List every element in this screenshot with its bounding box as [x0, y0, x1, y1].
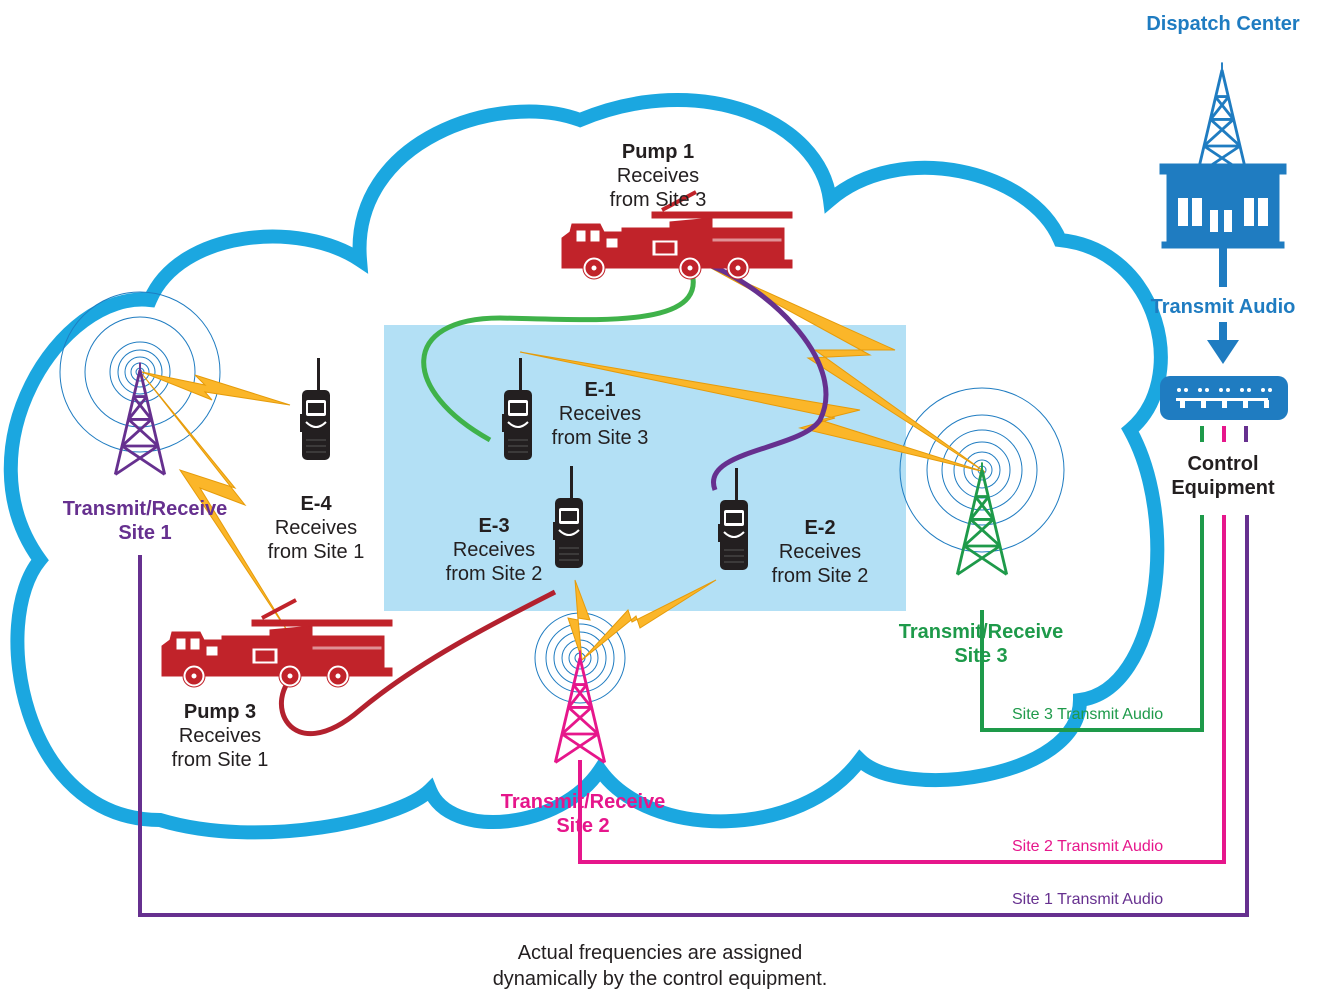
e2-name: E-2 — [804, 517, 836, 539]
transmit-audio-label: Transmit Audio — [1150, 296, 1296, 318]
site1-audio-line — [138, 515, 1249, 917]
link-site1-e4 — [141, 371, 291, 406]
site3-label-line1: Transmit/Receive — [898, 621, 1064, 643]
site1-audio-label: Site 1 Transmit Audio — [1012, 891, 1164, 908]
site2-label-line2: Site 2 — [556, 815, 610, 837]
site2-label-line1: Transmit/Receive — [500, 791, 666, 813]
e1-line1: Receives — [558, 403, 642, 425]
footer-line1: Actual frequencies are assigned — [517, 942, 803, 964]
pump3-line2: from Site 1 — [171, 749, 269, 771]
pump1-e1-curve — [421, 260, 696, 443]
radio-links — [141, 261, 986, 661]
audio-lines — [138, 515, 1249, 917]
e2-line1: Receives — [778, 541, 862, 563]
site3-audio-label: Site 3 Transmit Audio — [1012, 706, 1164, 723]
e4-line1: Receives — [274, 517, 358, 539]
control-equipment-label-line2: Equipment — [1171, 477, 1275, 499]
link-e1-site3 — [519, 351, 986, 473]
e2-line2: from Site 2 — [771, 565, 869, 587]
e3-name: E-3 — [478, 515, 510, 537]
site2-audio-label: Site 2 Transmit Audio — [1012, 838, 1164, 855]
dispatch-center-label: Dispatch Center — [1146, 13, 1300, 35]
site1-label-line2: Site 1 — [118, 522, 172, 544]
pump3-line1: Receives — [178, 725, 262, 747]
site3-signal-rings — [899, 387, 1065, 553]
e3-line2: from Site 2 — [445, 563, 543, 585]
site2-audio-line — [578, 515, 1226, 864]
pump3-name: Pump 3 — [183, 701, 257, 723]
e1-line2: from Site 3 — [551, 427, 649, 449]
pump1-line2: from Site 3 — [609, 189, 707, 211]
dispatch-link — [1207, 247, 1239, 364]
pump1-name: Pump 1 — [621, 141, 695, 163]
control-equipment-icon — [1160, 376, 1288, 442]
site1-label-line1: Transmit/Receive — [62, 498, 228, 520]
e3-line1: Receives — [452, 539, 536, 561]
site3-audio-line — [980, 515, 1204, 732]
pump1-e2-curve — [699, 259, 829, 491]
assignment-curves — [279, 259, 829, 737]
e3-pump3-curve — [279, 589, 557, 737]
dispatch-center-icon — [1159, 60, 1287, 249]
coverage-overlap-area — [384, 325, 906, 611]
e4-name: E-4 — [300, 493, 332, 515]
link-e2-site2 — [581, 579, 717, 661]
pump1-line1: Receives — [616, 165, 700, 187]
site3-label-line2: Site 3 — [954, 645, 1008, 667]
control-equipment-label-line1: Control — [1187, 453, 1259, 475]
footer-line2: dynamically by the control equipment. — [492, 968, 828, 990]
e4-line2: from Site 1 — [267, 541, 365, 563]
e1-name: E-1 — [584, 379, 616, 401]
